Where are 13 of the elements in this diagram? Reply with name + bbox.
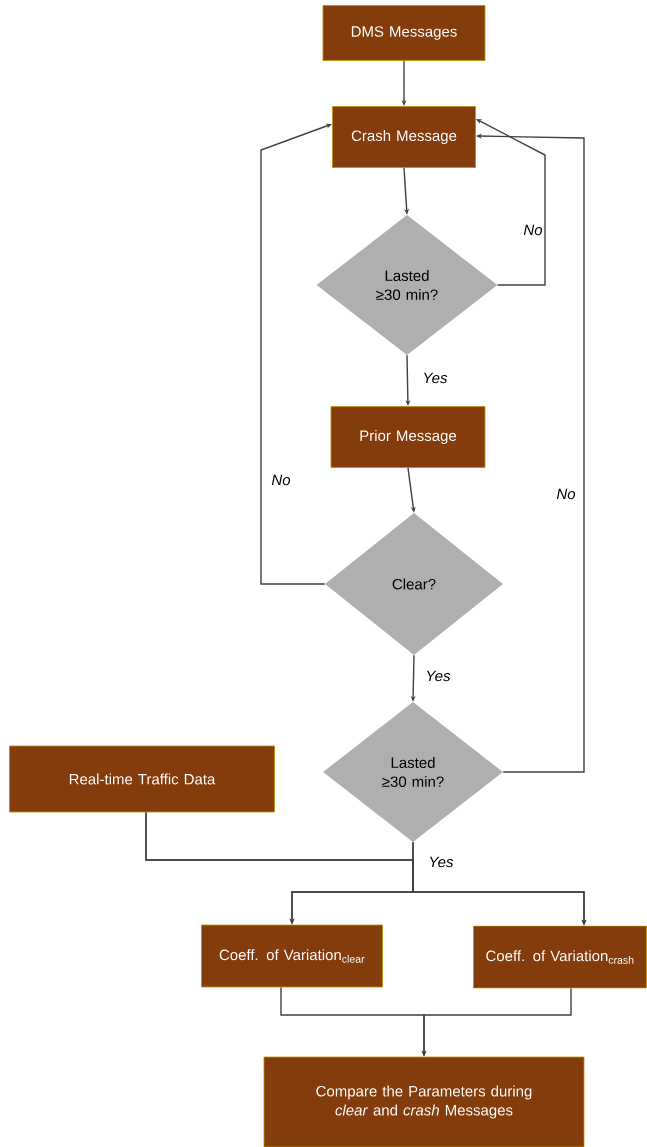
- process-box: Real-time Traffic Data: [9, 745, 275, 813]
- process-box: Crash Message: [332, 106, 476, 168]
- process-box: Prior Message: [330, 406, 486, 468]
- edge-label: No: [555, 487, 577, 501]
- process-box: Coeff. of Variation$_{crash}$: [473, 925, 647, 989]
- process-box: Compare the Parameters during clear and crash Messages: [263, 1056, 585, 1147]
- process-box: Coeff. of Variation$_{clear}$: [201, 924, 383, 988]
- edge-label: Yes: [421, 371, 449, 385]
- edge-label: No: [270, 473, 292, 487]
- edge-label: Yes: [427, 855, 455, 869]
- process-box: DMS Messages: [322, 5, 486, 61]
- edge-label: No: [522, 223, 544, 237]
- edge-label: Yes: [424, 669, 452, 683]
